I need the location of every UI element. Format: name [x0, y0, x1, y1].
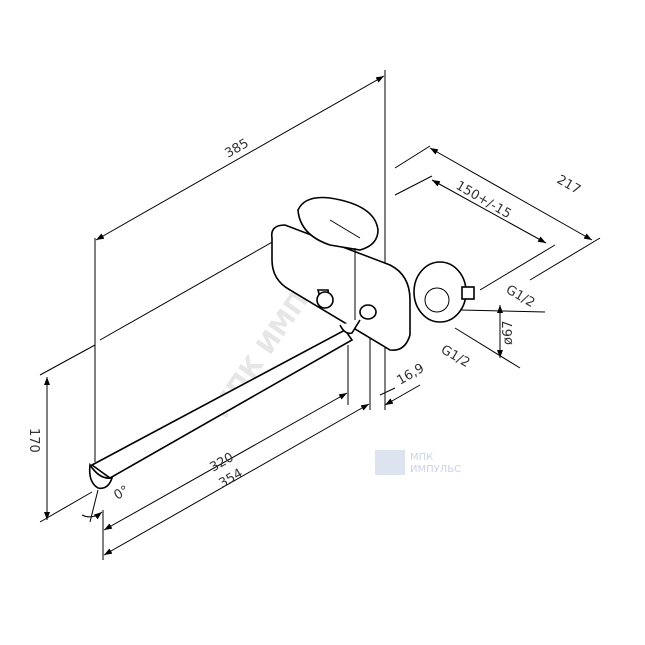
dim-thread-top: G1/2 [503, 282, 537, 310]
dim-height: 170 [26, 428, 41, 453]
dimension-lines [44, 75, 593, 556]
dim-thread-bottom: G1/2 [438, 342, 472, 370]
dim-offset: 16,9 [395, 361, 428, 388]
logo: МПК ИМПУЛЬС [375, 450, 461, 475]
logo-line1: МПК [410, 452, 433, 463]
dim-overall-length: 385 [223, 136, 252, 161]
dim-wall-distance: 150+/-15 [453, 178, 514, 222]
spout [88, 328, 354, 490]
wall-flange [413, 261, 475, 323]
dim-angle: 0° [112, 483, 132, 503]
dim-depth: 217 [554, 172, 583, 197]
logo-line2: ИМПУЛЬС [410, 464, 461, 475]
dim-flange-diameter: ø67 [501, 321, 516, 346]
mixer-body [270, 196, 411, 352]
